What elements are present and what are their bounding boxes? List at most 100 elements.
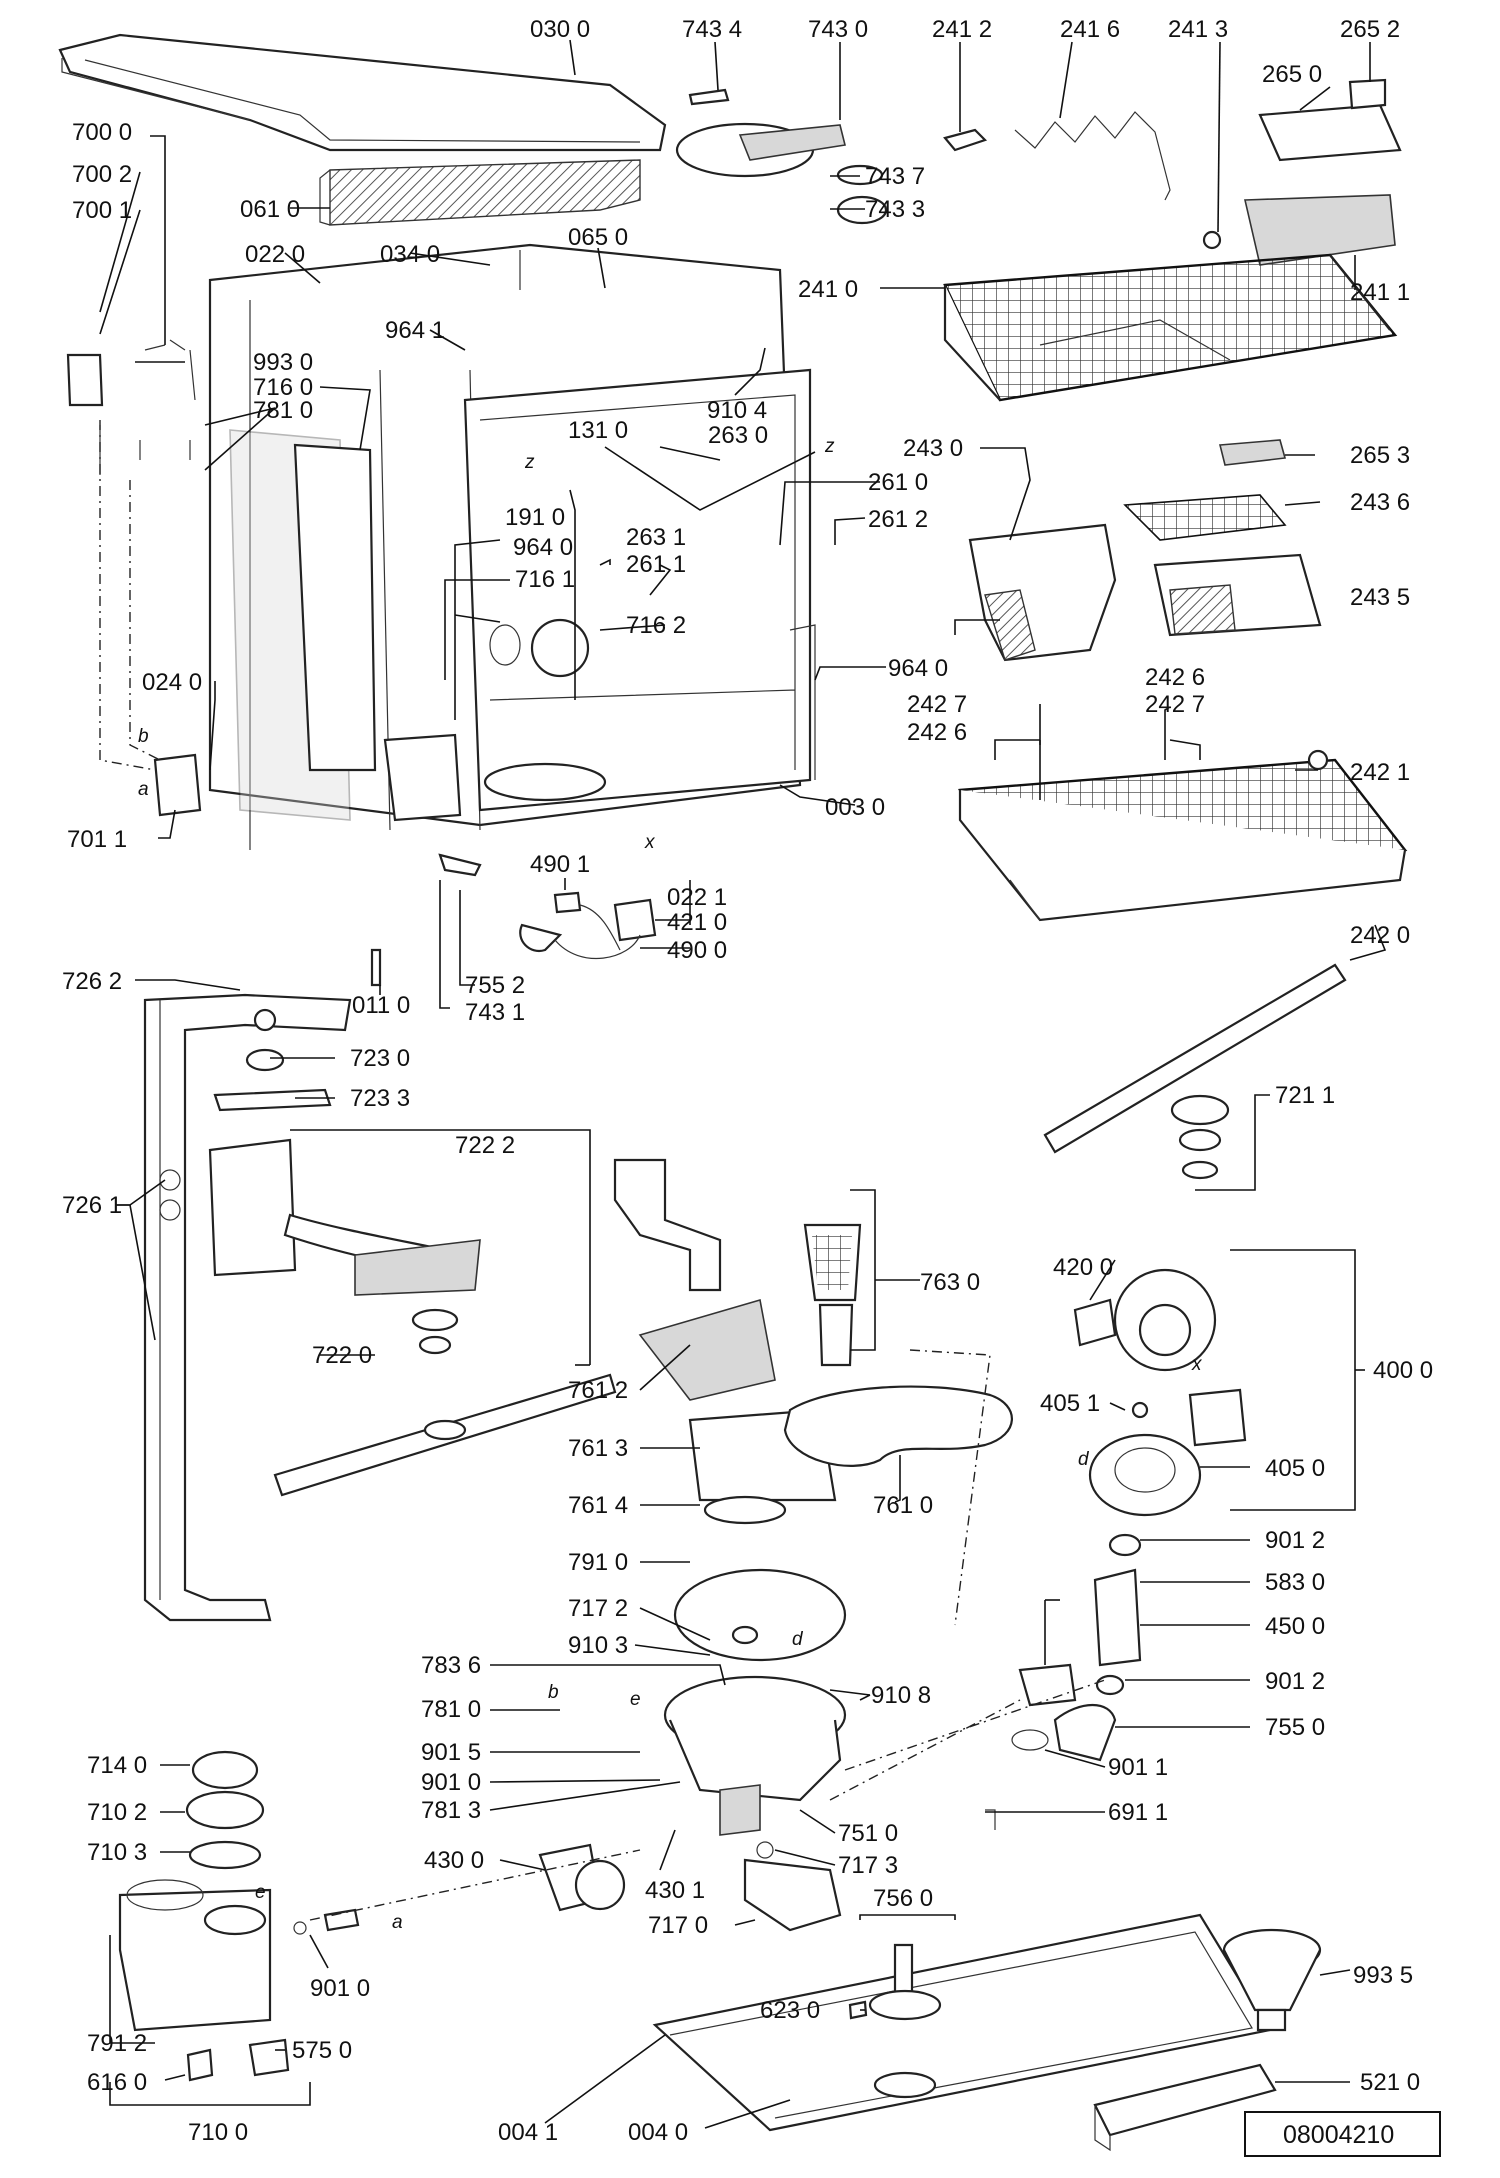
- label-0110: 011 0: [352, 992, 410, 1019]
- label-7001: 700 1: [72, 197, 132, 224]
- sump-part: [663, 1625, 847, 1836]
- label-7002: 700 2: [72, 161, 132, 188]
- label-2426b: 242 6: [907, 719, 967, 746]
- label-7222: 722 2: [455, 1132, 515, 1159]
- svg-text:d: d: [792, 1629, 804, 1650]
- label-9640b: 964 0: [888, 655, 948, 682]
- worktop-part: [58, 33, 667, 152]
- svg-text:d: d: [1078, 1449, 1090, 1470]
- door-frame-part: [143, 993, 352, 1622]
- label-7431: 743 1: [465, 999, 525, 1026]
- svg-text:a: a: [392, 1912, 403, 1933]
- label-2421: 242 1: [1350, 759, 1410, 786]
- label-6911: 691 1: [1108, 1799, 1168, 1826]
- label-2650: 265 0: [1262, 61, 1322, 88]
- label-9104: 910 4: [707, 397, 767, 424]
- door-hinge-block-part: [159, 1138, 297, 1277]
- hinge-bracket-part: [153, 753, 202, 817]
- foot-part: [370, 948, 382, 987]
- label-0610: 061 0: [240, 196, 300, 223]
- label-7550: 755 0: [1265, 1714, 1325, 1741]
- svg-text:e: e: [255, 1882, 266, 1903]
- label-4200: 420 0: [1053, 1254, 1113, 1281]
- label-7912: 791 2: [87, 2030, 147, 2057]
- assembly-line-hose: [829, 1699, 1021, 1801]
- micro-filter-part: [783, 1385, 1013, 1467]
- svg-text:a: a: [138, 779, 149, 800]
- label-9012a: 901 2: [1265, 1527, 1325, 1554]
- upper-basket-rail-part: [943, 78, 1402, 266]
- door-latch-part: [438, 853, 482, 877]
- cutlery-basket-right-part: [1153, 553, 1322, 637]
- water-channel-part: [613, 1158, 837, 1525]
- label-2412: 241 2: [932, 16, 992, 43]
- label-7172: 717 2: [568, 1595, 628, 1622]
- label-7810b: 781 0: [421, 1696, 481, 1723]
- label-4900: 490 0: [667, 937, 727, 964]
- label-9103: 910 3: [568, 1632, 628, 1659]
- label-7173: 717 3: [838, 1852, 898, 1879]
- wheel-part: [1307, 749, 1329, 771]
- assembly-line-pump: [909, 1349, 991, 1626]
- filter-part: [803, 1223, 862, 1367]
- label-9640a: 964 0: [513, 534, 573, 561]
- label-0300: 030 0: [530, 16, 590, 43]
- label-7552: 755 2: [465, 972, 525, 999]
- label-7103: 710 3: [87, 1839, 147, 1866]
- leader-lines: [99, 39, 1387, 2129]
- label-2630: 263 0: [708, 422, 768, 449]
- label-9641a: 964 1: [385, 317, 445, 344]
- part-labels: 030 0 743 4 743 0 241 2 241 6 241 3 265 …: [62, 16, 1433, 2146]
- label-0221: 022 1: [667, 884, 727, 911]
- label-2427a: 242 7: [907, 691, 967, 718]
- label-7813: 781 3: [421, 1797, 481, 1824]
- lower-spray-arm-part: [1043, 963, 1347, 1180]
- assembly-line-hinge-left: [99, 420, 156, 771]
- label-7614: 761 4: [568, 1492, 628, 1519]
- label-7161: 716 1: [515, 566, 575, 593]
- wash-pump-assembly-part: [1073, 1268, 1247, 1517]
- label-7230: 723 0: [350, 1045, 410, 1072]
- water-softener-part: [118, 1750, 360, 2082]
- label-7560: 756 0: [873, 1885, 933, 1912]
- rinse-arm-cover-part: [675, 88, 888, 225]
- salt-funnel-part: [1222, 1928, 1322, 2032]
- label-4210: 421 0: [667, 909, 727, 936]
- label-9012b: 901 2: [1265, 1668, 1325, 1695]
- label-1910: 191 0: [505, 504, 565, 531]
- label-2413: 241 3: [1168, 16, 1228, 43]
- label-4300: 430 0: [424, 1847, 484, 1874]
- label-0030: 003 0: [825, 794, 885, 821]
- label-2426a: 242 6: [1145, 664, 1205, 691]
- label-7100: 710 0: [188, 2119, 248, 2146]
- label-9935: 993 5: [1353, 1962, 1413, 1989]
- label-7211: 721 1: [1275, 1082, 1335, 1109]
- label-2653: 265 3: [1350, 442, 1410, 469]
- label-4901: 490 1: [530, 851, 590, 878]
- svg-text:e: e: [630, 1689, 641, 1710]
- label-7630: 763 0: [920, 1269, 980, 1296]
- label-7430: 743 0: [808, 16, 868, 43]
- label-2420: 242 0: [1350, 922, 1410, 949]
- label-9010a: 901 0: [421, 1769, 481, 1796]
- label-6160: 616 0: [87, 2069, 147, 2096]
- label-2416: 241 6: [1060, 16, 1120, 43]
- document-number: 08004210: [1283, 2121, 1394, 2149]
- upper-basket-part: [943, 253, 1398, 402]
- label-7433: 743 3: [865, 196, 925, 223]
- label-5750: 575 0: [292, 2037, 352, 2064]
- label-0240: 024 0: [142, 669, 202, 696]
- label-0040: 004 0: [628, 2119, 688, 2146]
- label-7233: 723 3: [350, 1085, 410, 1112]
- label-7170: 717 0: [648, 1912, 708, 1939]
- label-5830: 583 0: [1265, 1569, 1325, 1596]
- cutlery-basket-left-part: [968, 523, 1117, 662]
- label-7437: 743 7: [865, 163, 925, 190]
- label-2652: 265 2: [1340, 16, 1400, 43]
- heater-part: [1093, 1533, 1142, 1696]
- label-0340: 034 0: [380, 241, 440, 268]
- assembly-line-hinge-right: [129, 480, 161, 761]
- label-2610: 261 0: [868, 469, 928, 496]
